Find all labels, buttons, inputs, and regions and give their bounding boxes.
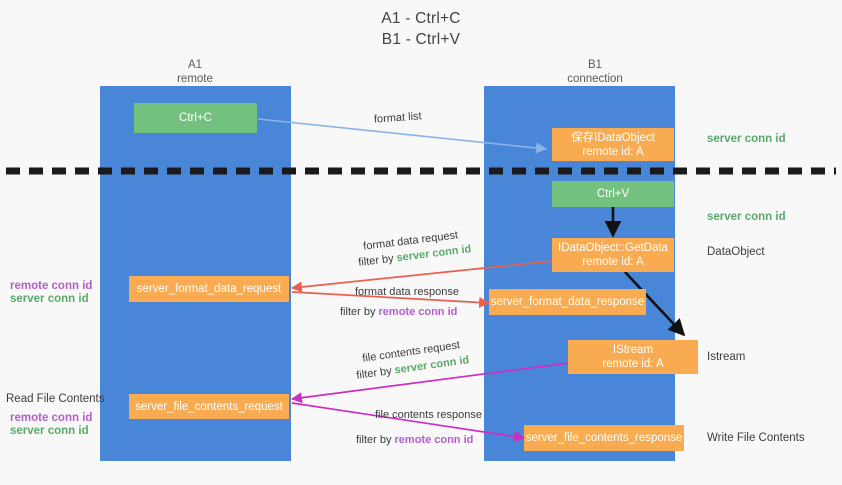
arrow-file-contents-request — [290, 362, 569, 404]
edge-label-format-list-text: format list — [373, 110, 423, 126]
arrow-file-contents-response — [291, 402, 526, 442]
filter-prefix: filter by — [356, 434, 395, 446]
lane-header-a1: A1 remote — [120, 59, 270, 86]
node-ctrl-c-label: Ctrl+C — [179, 112, 212, 124]
lane-header-b1-name: B1 — [587, 59, 603, 71]
node-getdata-line1: IDataObject::GetData — [558, 242, 668, 254]
edge-label-file-contents-response-filter: filter by remote conn id — [356, 434, 473, 447]
node-server-file-contents-response[interactable]: server_file_contents_response — [524, 425, 684, 451]
annotation-server-conn-id-1: server conn id — [707, 133, 786, 145]
arrow-getdata-to-istream — [624, 271, 686, 337]
edge-label-format-data-response-text: format data response — [355, 286, 459, 298]
annotation-write-file-contents: Write File Contents — [707, 432, 805, 444]
title-line-1: A1 - Ctrl+C — [381, 10, 461, 27]
node-server-format-data-response-label: server_format_data_response — [490, 296, 645, 308]
annotation-server-conn-id-2: server conn id — [707, 211, 786, 223]
node-istream-line1: IStream — [612, 344, 654, 356]
annotation-read-file-contents: Read File Contents — [6, 393, 105, 405]
node-dataobject-create-line2: remote id: A — [582, 145, 644, 158]
node-server-format-data-request-label: server_format_data_request — [136, 283, 282, 295]
node-server-file-contents-request-label: server_file_contents_request — [135, 400, 283, 413]
filter-key-remote-conn-id: remote conn id — [378, 306, 458, 318]
arrow-format-data-response — [291, 291, 491, 308]
node-ctrl-v[interactable]: Ctrl+V — [552, 181, 674, 207]
annotation-data-object: DataObject — [707, 246, 765, 258]
annotation-remote-conn-id-1: remote conn id — [10, 280, 93, 292]
node-server-file-contents-request[interactable]: server_file_contents_request — [129, 394, 289, 419]
arrow-format-list — [257, 118, 548, 154]
node-server-format-data-response[interactable]: server_format_data_response — [489, 289, 646, 315]
arrow-format-data-request — [290, 260, 553, 293]
title-line-2: B1 - Ctrl+V — [381, 31, 461, 48]
node-istream-line2: remote id: A — [602, 358, 664, 370]
node-getdata[interactable]: IDataObject::GetData remote id: A — [552, 238, 674, 272]
annotation-remote-conn-id-2: remote conn id — [10, 412, 93, 424]
node-server-format-data-request[interactable]: server_format_data_request — [129, 276, 289, 302]
page-title: A1 - Ctrl+C B1 - Ctrl+V — [0, 8, 842, 50]
lane-header-a1-role: remote — [177, 72, 213, 85]
node-server-file-contents-response-label: server_file_contents_response — [525, 432, 683, 444]
annotation-server-conn-id-3: server conn id — [10, 293, 89, 305]
node-istream[interactable]: IStream remote id: A — [568, 340, 698, 374]
edge-label-file-contents-response-text: file contents response — [375, 409, 483, 421]
edge-label-format-data-response-filter: filter by remote conn id — [340, 306, 457, 319]
node-ctrl-c[interactable]: Ctrl+C — [134, 103, 257, 133]
edge-label-file-contents-response: file contents response — [375, 409, 482, 422]
lane-header-a1-name: A1 — [187, 59, 203, 71]
node-dataobject-create-line1: 保存IDataObject — [571, 131, 655, 144]
node-ctrl-v-label: Ctrl+V — [596, 188, 630, 200]
lane-header-b1: B1 connection — [520, 59, 670, 86]
filter-key-remote-conn-id: remote conn id — [394, 434, 474, 446]
edge-label-format-data-response: format data response — [355, 286, 459, 299]
annotation-istream: Istream — [707, 351, 746, 363]
filter-prefix: filter by — [340, 306, 379, 318]
node-dataobject-create[interactable]: 保存IDataObject remote id: A — [552, 128, 674, 161]
node-getdata-line2: remote id: A — [582, 256, 644, 268]
annotation-server-conn-id-4: server conn id — [10, 425, 89, 437]
lane-header-b1-role: connection — [567, 72, 623, 85]
